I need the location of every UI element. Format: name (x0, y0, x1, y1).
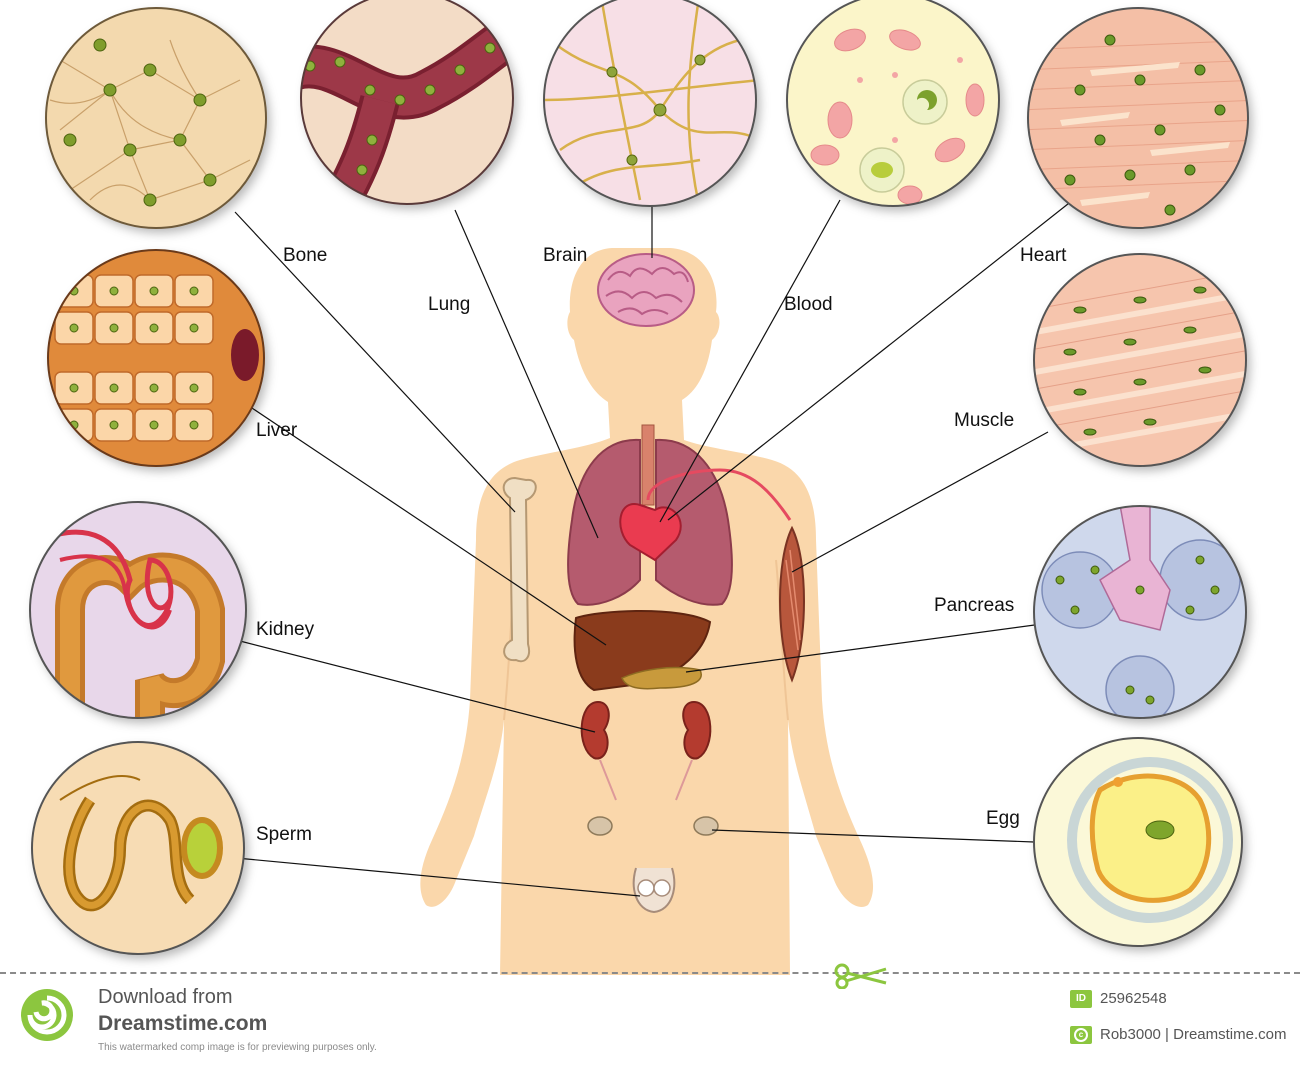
label-sperm: Sperm (256, 824, 312, 845)
cut-line (0, 972, 1300, 974)
label-liver: Liver (256, 420, 298, 441)
muscle-cell-illustration (1033, 253, 1247, 467)
egg-cell-illustration (1033, 737, 1243, 947)
watermark-footer: Download from Dreamstime.com This waterm… (0, 963, 1300, 1065)
brain-organ (597, 253, 695, 327)
muscle-organ (779, 525, 805, 683)
label-pancreas: Pancreas (934, 595, 1014, 616)
label-egg: Egg (986, 808, 1020, 829)
lung-cell-illustration (300, 0, 514, 205)
pancreas-cell-illustration (1033, 505, 1247, 719)
copyright-icon: c (1070, 1026, 1092, 1044)
liver-cell-illustration (47, 249, 265, 467)
kidneys-organ (580, 700, 712, 801)
leader-lines (234, 195, 1079, 897)
label-muscle: Muscle (954, 410, 1014, 431)
label-brain: Brain (543, 245, 587, 266)
blood-cell-illustration (786, 0, 1000, 207)
scissors-icon (834, 963, 887, 989)
label-bone: Bone (283, 245, 327, 266)
author-credit: Rob3000 | Dreamstime.com (1100, 1026, 1287, 1043)
label-kidney: Kidney (256, 619, 315, 640)
download-from-text: Download from (98, 986, 233, 1008)
liver-organ (573, 610, 712, 692)
label-blood: Blood (784, 294, 833, 315)
lungs-organ (567, 424, 733, 606)
testes-organ (632, 867, 676, 914)
heart-cell-illustration (1027, 7, 1249, 229)
label-lung: Lung (428, 294, 470, 315)
id-badge: ID (1070, 990, 1092, 1008)
kidney-cell-illustration (29, 501, 247, 719)
sperm-cell-illustration (31, 741, 245, 955)
bone-cell-illustration (45, 7, 267, 229)
bone-organ (502, 476, 537, 663)
preview-notice: This watermarked comp image is for previ… (98, 1042, 377, 1053)
brain-cell-illustration (543, 0, 757, 207)
heart-organ (619, 468, 792, 562)
label-heart: Heart (1020, 245, 1067, 266)
pancreas-organ (621, 666, 702, 690)
brand-name: Dreamstime.com (98, 1012, 268, 1035)
dreamstime-logo-icon (21, 989, 73, 1041)
image-id: 25962548 (1100, 990, 1167, 1007)
